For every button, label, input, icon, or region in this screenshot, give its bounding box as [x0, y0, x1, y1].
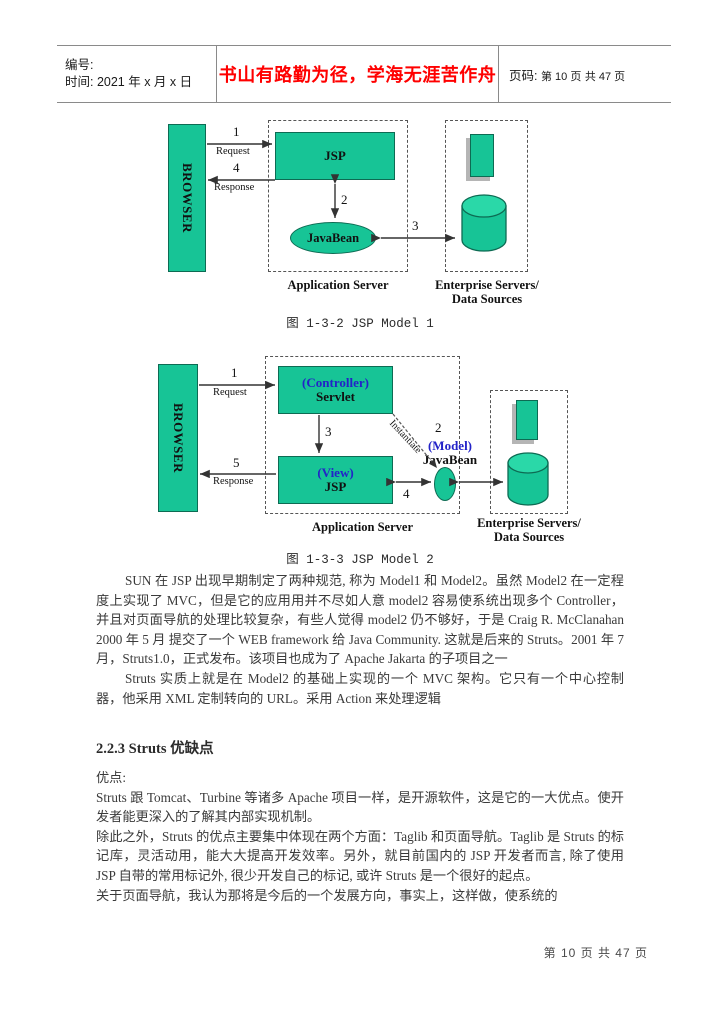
fig1-enterprise-label-line2: Data Sources — [451, 292, 523, 306]
body-paragraph-6: 关于页面导航，我认为那将是今后的一个发展方向，事实上，这样做，使系统的 — [96, 887, 558, 903]
fig1-enterprise-boundary — [445, 120, 528, 272]
header-page-info: 页码: 第 10 页 共 47 页 — [509, 65, 671, 84]
fig2-enterprise-label-line1: Enterprise Servers/ — [477, 516, 581, 530]
fig2-view-tag: (View) — [317, 465, 354, 480]
header-cell-motto: 书山有路勤为径，学海无涯苦作舟 — [217, 46, 499, 102]
fig2-view-labels: (View) JSP — [279, 457, 392, 503]
fig2-controller-labels: (Controller) Servlet — [279, 367, 392, 413]
fig2-database-cylinder-icon — [506, 452, 550, 506]
fig2-application-server-boundary — [265, 356, 460, 514]
header-page-total: 共 47 页 — [584, 70, 626, 83]
header-page-label: 页码: — [509, 68, 538, 83]
fig2-arrows — [199, 380, 503, 487]
fig1-browser-box: BROWSER — [168, 124, 206, 272]
fig1-arrow3-number: 3 — [412, 218, 419, 233]
fig1-arrow1-text: Request — [216, 146, 250, 157]
header-cell-pagenum: 页码: 第 10 页 共 47 页 — [499, 46, 671, 102]
fig2-arrow3-number: 3 — [325, 424, 332, 439]
body-text-block-2: 优点: Struts 跟 Tomcat、Turbine 等诸多 Apache 项… — [96, 768, 624, 905]
figure-jsp-model-1: BROWSER JSP JavaBean — [150, 112, 580, 306]
fig1-database-cylinder-icon — [460, 194, 508, 252]
fig2-browser-box: BROWSER — [158, 364, 198, 512]
figure2-caption: 图 1-3-3 JSP Model 2 — [286, 553, 434, 567]
fig2-controller-servlet-box: (Controller) Servlet — [278, 366, 393, 414]
fig1-javabean-label: JavaBean — [306, 230, 360, 245]
fig2-arrow4-number: 4 — [403, 486, 410, 501]
header-cell-left: 编号: 时间: 2021 年 x 月 x 日 — [57, 46, 217, 102]
header-serial-label: 编号: — [65, 58, 94, 72]
fig1-server-rect-icon — [470, 134, 494, 177]
fig1-application-server-label: Application Server — [287, 278, 389, 292]
fig2-arrow2-number: 2 — [435, 420, 442, 435]
header-page-current: 第 10 页 — [540, 70, 582, 83]
fig2-enterprise-label-line2: Data Sources — [493, 530, 565, 544]
fig2-arrow1-number: 1 — [231, 365, 238, 380]
fig1-jsp-box: JSP — [275, 132, 395, 180]
fig2-enterprise-boundary — [490, 390, 568, 514]
fig2-arrow5-number: 5 — [233, 455, 240, 470]
figure-jsp-model-2: BROWSER (Controller) Servlet (View) JSP … — [145, 352, 585, 547]
body-paragraph-3: 优点: — [96, 770, 127, 785]
body-text-block-1: SUN 在 JSP 出现早期制定了两种规范, 称为 Model1 和 Model… — [96, 571, 624, 708]
figure1-caption: 图 1-3-2 JSP Model 1 — [286, 317, 434, 331]
page-header-table: 编号: 时间: 2021 年 x 月 x 日 书山有路勤为径，学海无涯苦作舟 页… — [57, 45, 671, 103]
page-footer: 第 10 页 共 47 页 — [543, 946, 648, 960]
fig2-view-name: JSP — [324, 479, 347, 494]
fig2-controller-name: Servlet — [316, 389, 355, 404]
body-paragraph-2: Struts 实质上就是在 Model2 的基础上实现的一个 MVC 架构。它只… — [96, 670, 624, 706]
body-paragraph-1: SUN 在 JSP 出现早期制定了两种规范, 称为 Model1 和 Model… — [96, 573, 624, 667]
fig2-arrow5-text: Response — [213, 476, 254, 487]
header-motto-text: 书山有路勤为径，学海无涯苦作舟 — [218, 65, 497, 86]
fig2-enterprise-label: Enterprise Servers/ Data Sources — [465, 516, 593, 544]
fig2-controller-tag: (Controller) — [302, 375, 369, 390]
body-paragraph-4: Struts 跟 Tomcat、Turbine 等诸多 Apache 项目一样，… — [96, 789, 624, 825]
fig2-server-rect-icon — [516, 400, 538, 440]
fig1-arrows — [207, 139, 455, 243]
fig1-enterprise-label-line1: Enterprise Servers/ — [435, 278, 539, 292]
fig1-arrow2-number: 2 — [341, 192, 348, 207]
section-heading-struts: 2.2.3 Struts 优缺点 — [96, 741, 214, 757]
fig2-model-tag: (Model) — [427, 438, 473, 453]
body-paragraph-5: 除此之外，Struts 的优点主要集中体现在两个方面：Taglib 和页面导航。… — [96, 828, 624, 883]
fig1-application-server-boundary — [268, 120, 408, 272]
fig2-arrow1-text: Request — [213, 387, 247, 398]
fig1-jsp-label: JSP — [324, 148, 346, 163]
fig1-enterprise-label: Enterprise Servers/ Data Sources — [422, 278, 552, 306]
header-date-label: 时间: 2021 年 x 月 x 日 — [65, 75, 193, 89]
fig1-arrow1-number: 1 — [233, 124, 240, 139]
fig2-application-server-label: Application Server — [311, 520, 414, 534]
fig1-arrow4-number: 4 — [233, 160, 240, 175]
fig2-view-jsp-box: (View) JSP — [278, 456, 393, 504]
fig1-arrow4-text: Response — [214, 182, 255, 193]
